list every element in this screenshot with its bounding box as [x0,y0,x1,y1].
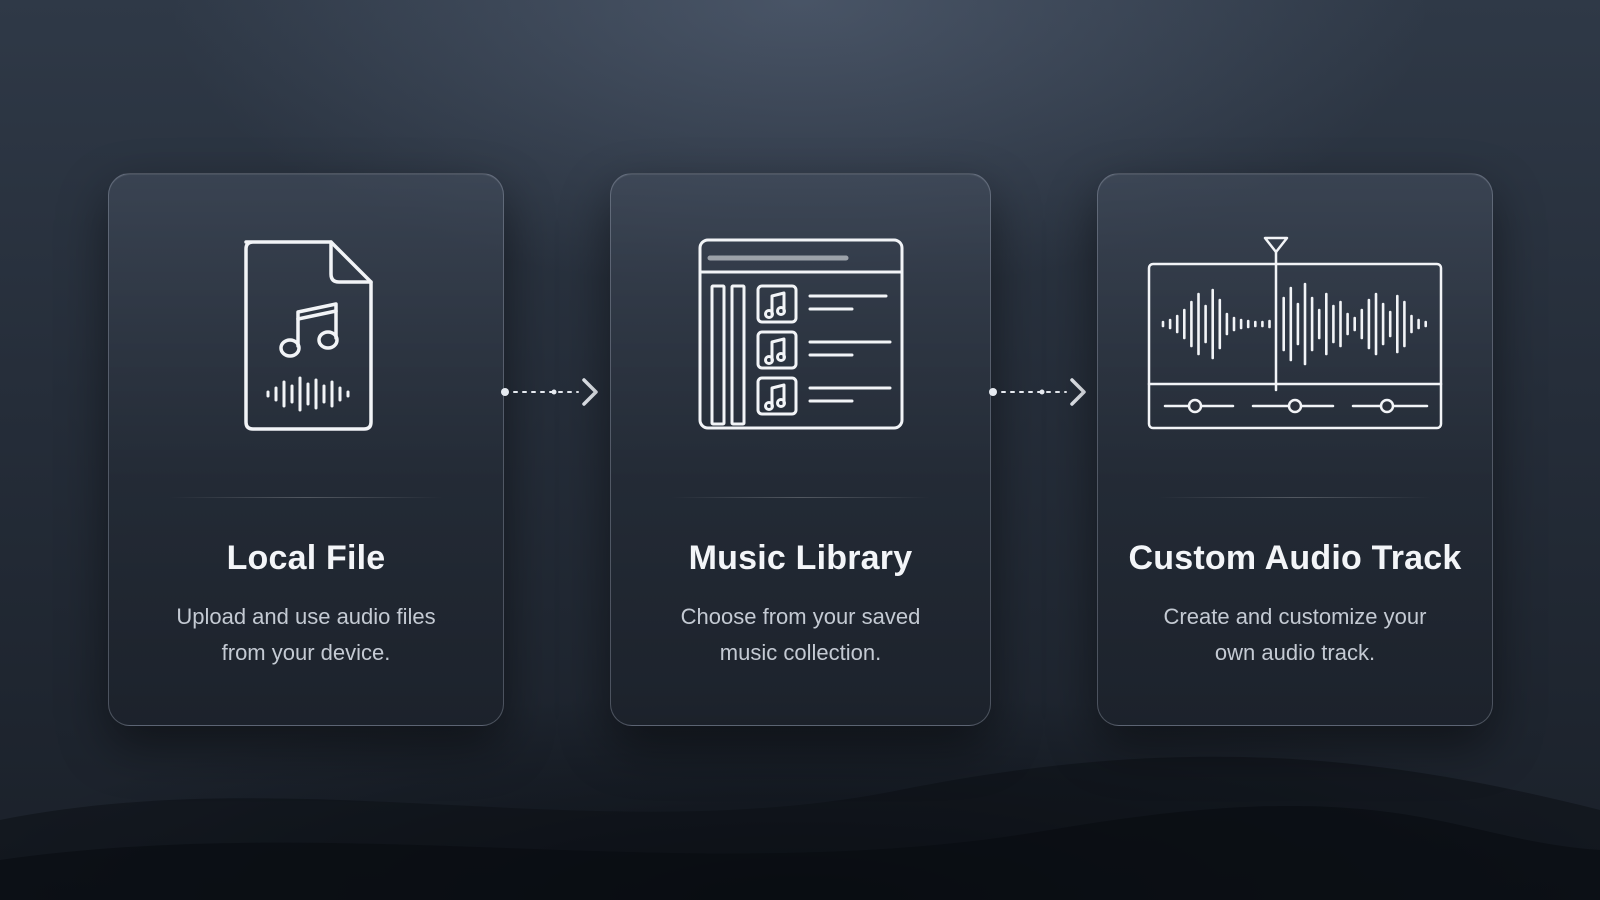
card-divider [169,497,443,498]
audio-editor-icon [1098,234,1492,434]
card-title: Music Library [688,539,913,577]
arrow-right-icon [500,375,600,409]
local-file-card[interactable]: Local File Upload and use audio files fr… [108,173,504,726]
audio-file-icon [109,234,503,434]
music-library-card[interactable]: Music Library Choose from your saved mus… [610,173,991,726]
card-title: Local File [226,539,386,577]
arrow-right-icon [988,375,1088,409]
card-description: Choose from your saved music collection. [680,604,921,665]
card-divider [1158,497,1432,498]
card-divider [671,497,930,498]
card-title: Custom Audio Track [1128,539,1462,577]
card-description: Create and customize your own audio trac… [1163,604,1427,665]
custom-audio-track-card[interactable]: Custom Audio Track Create and customize … [1097,173,1493,726]
music-library-icon [611,234,990,434]
card-description: Upload and use audio files from your dev… [176,604,436,665]
background-waves [0,756,1600,900]
waveform [1161,282,1428,366]
